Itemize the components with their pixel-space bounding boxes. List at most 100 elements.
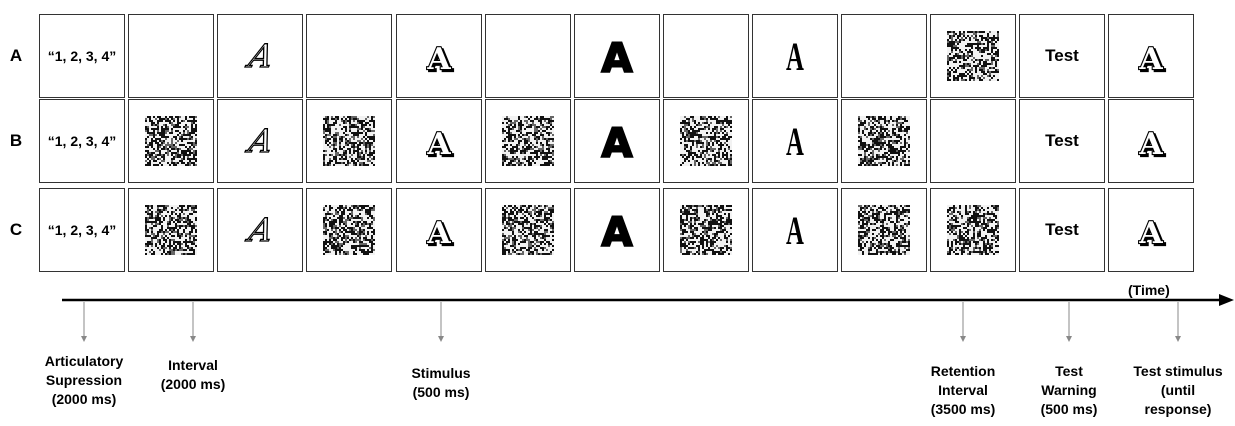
svg-text:A: A <box>243 122 277 160</box>
frame-test: Test <box>1019 99 1105 183</box>
event-tick-head <box>81 336 87 342</box>
articulatory-digits: “1, 2, 3, 4” <box>47 222 117 238</box>
frame-blank <box>306 14 392 98</box>
svg-text:A: A <box>243 211 277 249</box>
frame-blank <box>930 99 1016 183</box>
frame-noise <box>306 188 392 272</box>
condition-label-b: B <box>9 131 23 150</box>
frame-noise <box>128 99 214 183</box>
frame-glyph: A <box>574 99 660 183</box>
event-label-line: Interval <box>938 382 988 398</box>
frame-test: Test <box>1019 188 1105 272</box>
noise-mask <box>323 116 375 166</box>
svg-text:A: A <box>1140 44 1165 78</box>
articulatory-digits: “1, 2, 3, 4” <box>47 133 117 149</box>
event-label-line: Stimulus <box>411 365 471 381</box>
svg-text:A: A <box>426 216 451 251</box>
time-label: (Time) <box>1128 282 1170 298</box>
frame-glyph: A <box>752 14 838 98</box>
event-label: Interval(2000 ms) <box>161 356 226 394</box>
letter-decorative-glyph: AA <box>425 215 454 252</box>
frame-blank <box>485 14 571 98</box>
frame-glyph: A <box>217 99 303 183</box>
letter-decorative-glyph: AA <box>1137 126 1166 163</box>
noise-mask <box>680 116 732 166</box>
svg-text:A: A <box>428 129 453 163</box>
event-tick-head <box>438 336 444 342</box>
svg-text:A: A <box>602 210 633 252</box>
frame-glyph: A <box>574 188 660 272</box>
frame-text: “1, 2, 3, 4” <box>39 99 125 183</box>
noise-mask <box>502 205 554 255</box>
event-label-line: Supression <box>45 372 123 388</box>
frame-blank <box>663 14 749 98</box>
letter-bold-glyph: A <box>601 209 634 252</box>
event-tick-head <box>1175 336 1181 342</box>
event-label-line: Test <box>1055 363 1083 379</box>
event-tick-head <box>960 336 966 342</box>
svg-text:A: A <box>428 44 453 78</box>
event-label-line: (3500 ms) <box>930 401 996 417</box>
frame-noise <box>128 188 214 272</box>
letter-bold-glyph: A <box>601 35 634 78</box>
svg-text:A: A <box>1140 218 1165 252</box>
event-label-line: (500 ms) <box>412 384 470 400</box>
frame-glyph: A <box>752 99 838 183</box>
test-warning-text: Test <box>1045 131 1079 150</box>
svg-text:A: A <box>1138 127 1163 162</box>
frame-blank <box>128 14 214 98</box>
event-tick-head <box>1066 336 1072 342</box>
svg-text:A: A <box>428 218 453 252</box>
letter-condensed-glyph: A <box>786 35 804 78</box>
letter-condensed-glyph: A <box>786 209 804 252</box>
condition-label-c: C <box>9 220 23 239</box>
frame-glyph: A <box>217 188 303 272</box>
event-label-line: Retention <box>930 363 996 379</box>
svg-text:A: A <box>786 209 804 252</box>
test-warning-text: Test <box>1045 46 1079 65</box>
noise-mask <box>947 205 999 255</box>
time-arrow-head <box>1219 294 1234 306</box>
svg-text:A: A <box>426 127 451 162</box>
frame-noise <box>485 188 571 272</box>
frame-noise <box>930 14 1016 98</box>
frame-blank <box>841 14 927 98</box>
frame-noise <box>841 99 927 183</box>
frame-noise <box>485 99 571 183</box>
svg-text:A: A <box>426 42 451 77</box>
svg-text:A: A <box>602 121 633 163</box>
letter-decorative-glyph: AA <box>1137 215 1166 252</box>
event-label-line: (2000 ms) <box>51 391 117 407</box>
frame-noise <box>841 188 927 272</box>
noise-mask <box>947 31 999 81</box>
noise-mask <box>680 205 732 255</box>
noise-mask <box>145 205 197 255</box>
svg-text:A: A <box>602 36 633 78</box>
condition-label-a: A <box>9 46 23 65</box>
svg-text:A: A <box>1138 42 1163 77</box>
frame-text: “1, 2, 3, 4” <box>39 188 125 272</box>
event-label-line: Interval <box>168 357 218 373</box>
letter-script-glyph: A <box>242 37 277 76</box>
svg-text:A: A <box>786 35 804 78</box>
event-label-line: (until <box>1160 382 1196 398</box>
event-label-line: Test stimulus <box>1133 363 1223 379</box>
timeline-axis <box>62 294 1234 342</box>
noise-mask <box>323 205 375 255</box>
letter-decorative-glyph: AA <box>1137 41 1166 78</box>
letter-decorative-glyph: AA <box>425 126 454 163</box>
noise-mask <box>858 116 910 166</box>
event-label-line: Warning <box>1041 382 1097 398</box>
noise-mask <box>858 205 910 255</box>
event-tick-head <box>190 336 196 342</box>
